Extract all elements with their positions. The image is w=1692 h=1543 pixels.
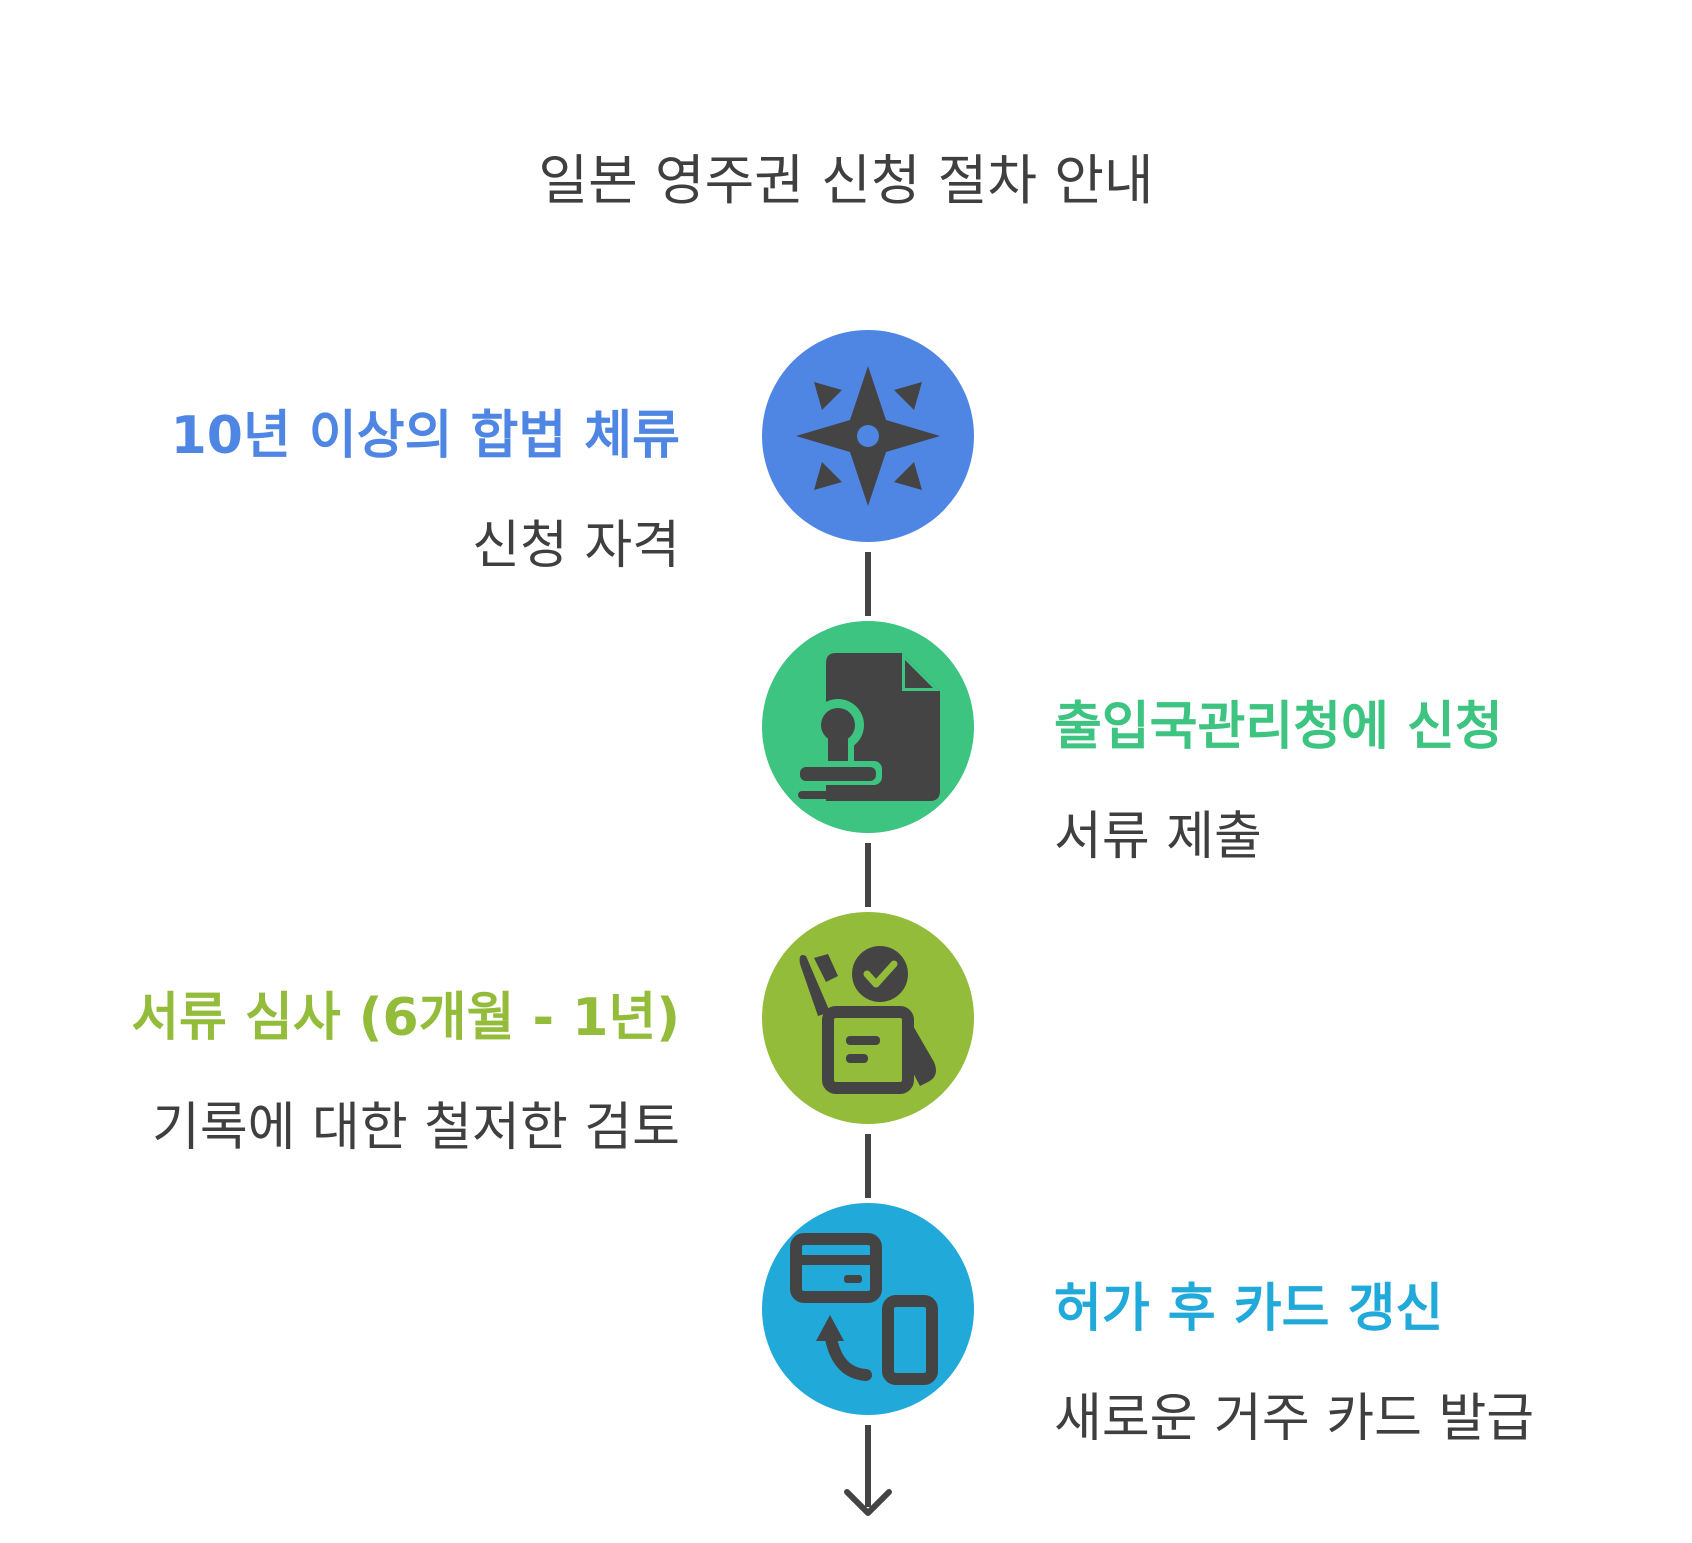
step-2-title: 출입국관리청에 신청 bbox=[1054, 697, 1503, 757]
document-stamp-icon bbox=[794, 653, 940, 801]
step-4-circle bbox=[762, 1203, 974, 1415]
timeline-connector bbox=[865, 552, 871, 616]
step-3-circle bbox=[762, 912, 974, 1124]
step-1-circle bbox=[762, 330, 974, 542]
timeline-connector bbox=[865, 1134, 871, 1198]
timeline-connector bbox=[865, 843, 871, 907]
step-4-title: 허가 후 카드 갱신 bbox=[1054, 1279, 1444, 1339]
card-to-phone-icon bbox=[790, 1233, 938, 1385]
step-2-circle bbox=[762, 621, 974, 833]
step-3-text: 서류 심사 (6개월 - 1년) 기록에 대한 철저한 검토 bbox=[40, 986, 680, 1160]
document-review-check-icon bbox=[799, 946, 936, 1094]
step-2-description: 서류 제출 bbox=[1054, 807, 1262, 867]
step-4-description: 새로운 거주 카드 발급 bbox=[1054, 1389, 1535, 1449]
step-3-title: 서류 심사 (6개월 - 1년) bbox=[131, 988, 680, 1048]
step-3-description: 기록에 대한 철저한 검토 bbox=[152, 1098, 680, 1158]
step-4-text: 허가 후 카드 갱신 새로운 거주 카드 발급 bbox=[1054, 1277, 1692, 1451]
step-1-title: 10년 이상의 합법 체류 bbox=[170, 406, 680, 466]
page-title: 일본 영주권 신청 절차 안내 bbox=[538, 149, 1154, 212]
compass-icon bbox=[796, 366, 940, 506]
timeline-connector bbox=[865, 1425, 871, 1507]
timeline-arrow-down-icon bbox=[844, 1489, 892, 1516]
step-1-description: 신청 자격 bbox=[472, 516, 680, 576]
step-1-text: 10년 이상의 합법 체류 신청 자격 bbox=[40, 404, 680, 578]
step-2-text: 출입국관리청에 신청 서류 제출 bbox=[1054, 695, 1692, 869]
